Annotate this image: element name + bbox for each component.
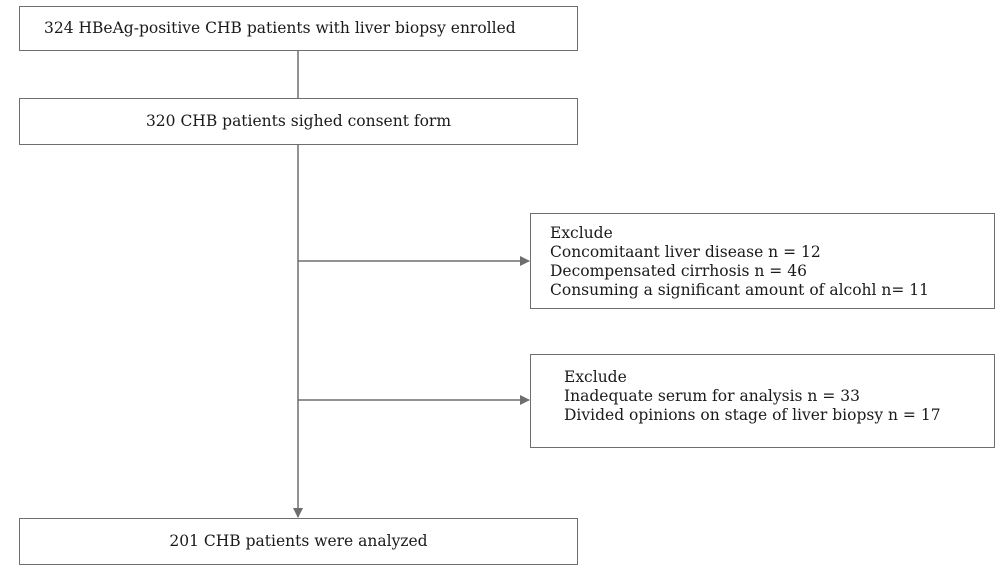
exclusion-2-heading: Exclude xyxy=(564,368,627,386)
consent-text: 320 CHB patients sighed consent form xyxy=(145,112,452,130)
enrolled-box: 324 HBeAg-positive CHB patients with liv… xyxy=(19,6,578,51)
exclusion-box-1: Exclude Concomitaant liver disease n = 1… xyxy=(530,213,995,309)
exclusion-1-item-3: Consuming a significant amount of alcohl… xyxy=(550,281,930,299)
analyzed-box: 201 CHB patients were analyzed xyxy=(19,518,578,565)
enrolled-text: 324 HBeAg-positive CHB patients with liv… xyxy=(44,19,516,37)
exclusion-1-item-2: Decompensated cirrhosis n = 46 xyxy=(550,262,807,280)
exclusion-box-2: Exclude Inadequate serum for analysis n … xyxy=(530,354,995,448)
exclusion-1-item-1: Concomitaant liver disease n = 12 xyxy=(550,243,821,261)
analyzed-text: 201 CHB patients were analyzed xyxy=(169,532,428,550)
exclusion-1-heading: Exclude xyxy=(550,224,613,242)
consent-box: 320 CHB patients sighed consent form xyxy=(19,98,578,145)
exclusion-2-item-2: Divided opinions on stage of liver biops… xyxy=(564,406,941,424)
exclusion-2-item-1: Inadequate serum for analysis n = 33 xyxy=(564,387,860,405)
